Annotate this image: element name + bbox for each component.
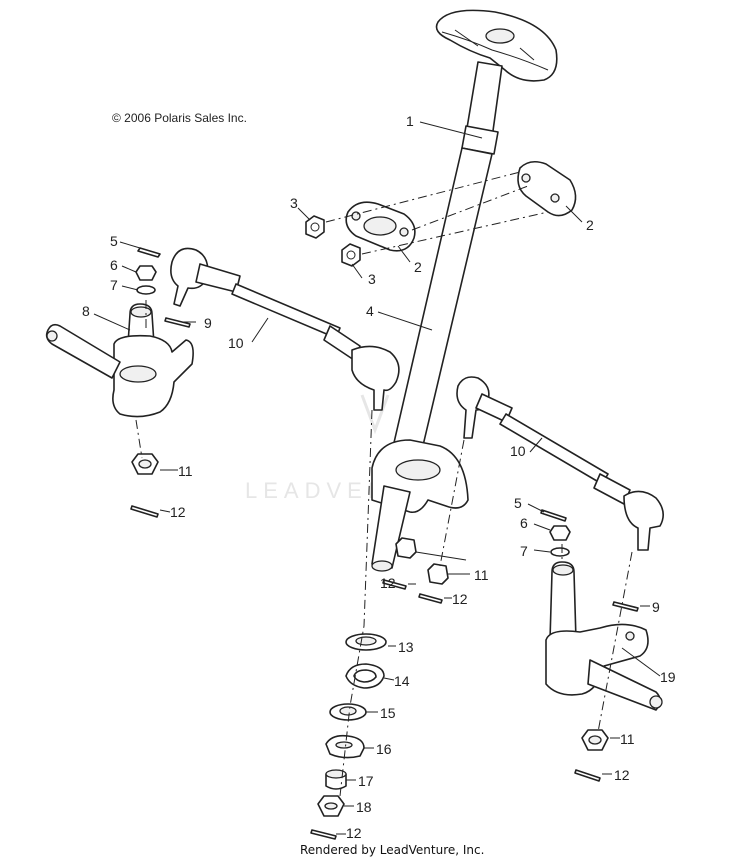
callout-11-left: 11 [178, 463, 193, 479]
callout-6-left: 6 [110, 257, 118, 273]
callout-6-right: 6 [520, 515, 528, 531]
callout-11-center: 11 [474, 567, 489, 583]
callout-4: 4 [366, 303, 374, 319]
cotter-pin-part-12-center-b [418, 593, 443, 604]
callout-12-bottom: 12 [346, 825, 362, 841]
callout-9-right: 9 [652, 599, 660, 615]
callout-1: 1 [406, 113, 414, 129]
seal-part-13 [345, 633, 387, 651]
callout-12-center-b: 12 [452, 591, 468, 607]
cotter-pin-part-12-left [130, 505, 159, 518]
tie-rod-part-10-left [170, 247, 400, 411]
callout-3-upper: 3 [290, 195, 298, 211]
callout-19: 19 [660, 669, 676, 685]
callout-5-left: 5 [110, 233, 118, 249]
nut-part-3-lower [341, 243, 361, 267]
bearing-part-15 [329, 703, 367, 721]
spindle-part-19-right [545, 561, 663, 711]
spacer-part-17 [325, 769, 347, 790]
nut-part-18 [317, 795, 345, 817]
callout-11-right: 11 [620, 731, 635, 747]
lock-nut-part-11-right [581, 729, 609, 751]
cotter-pin-part-9-right [612, 601, 639, 612]
snap-ring-part-14 [345, 663, 385, 689]
callout-7-left: 7 [110, 277, 118, 293]
cotter-pin-part-12-center-a [382, 579, 407, 590]
lock-nut-part-11-center-b [427, 563, 449, 585]
tie-rod-part-10-right [456, 376, 664, 551]
callout-14: 14 [394, 673, 410, 689]
callout-16: 16 [376, 741, 392, 757]
nut-part-3-upper [305, 215, 325, 239]
callout-labels: 1 2 2 3 3 4 5 6 7 8 9 10 11 12 10 5 6 7 … [82, 113, 676, 841]
callout-15: 15 [380, 705, 396, 721]
footer-credit: Rendered by LeadVenture, Inc. [300, 843, 484, 857]
callout-7-right: 7 [520, 543, 528, 559]
cotter-pin-part-5-left [137, 247, 161, 258]
steering-clamp-part-2-lower [345, 201, 416, 252]
copyright-text: © 2006 Polaris Sales Inc. [112, 111, 247, 125]
castle-nut-part-6-right [549, 525, 571, 541]
bearing-cup-part-16 [325, 734, 365, 759]
callout-13: 13 [398, 639, 414, 655]
callout-10-right: 10 [510, 443, 526, 459]
callout-10-left: 10 [228, 335, 244, 351]
lock-nut-part-11-center-a [395, 537, 417, 559]
callout-12-right: 12 [614, 767, 630, 783]
callout-5-right: 5 [514, 495, 522, 511]
spindle-part-8-left [45, 303, 194, 418]
steering-post-part-1 [371, 9, 558, 572]
washer-part-7-left [136, 285, 156, 295]
cotter-pin-part-12-bottom [310, 829, 337, 840]
cotter-pin-part-12-right [574, 769, 601, 782]
callout-12-center-a: 12 [380, 575, 396, 591]
cotter-pin-part-5-right [540, 509, 567, 522]
washer-part-7-right [550, 547, 570, 557]
leader-lines [93, 121, 661, 835]
callout-2-lower: 2 [414, 259, 422, 275]
castle-nut-part-6-left [135, 265, 157, 281]
callout-2-upper: 2 [586, 217, 594, 233]
callout-12-left: 12 [170, 504, 186, 520]
steering-clamp-part-2-upper [517, 160, 577, 217]
lock-nut-part-11-left [131, 453, 159, 475]
callout-8: 8 [82, 303, 90, 319]
callout-9-left: 9 [204, 315, 212, 331]
callout-18: 18 [356, 799, 372, 815]
callout-17: 17 [358, 773, 374, 789]
callout-3-lower: 3 [368, 271, 376, 287]
